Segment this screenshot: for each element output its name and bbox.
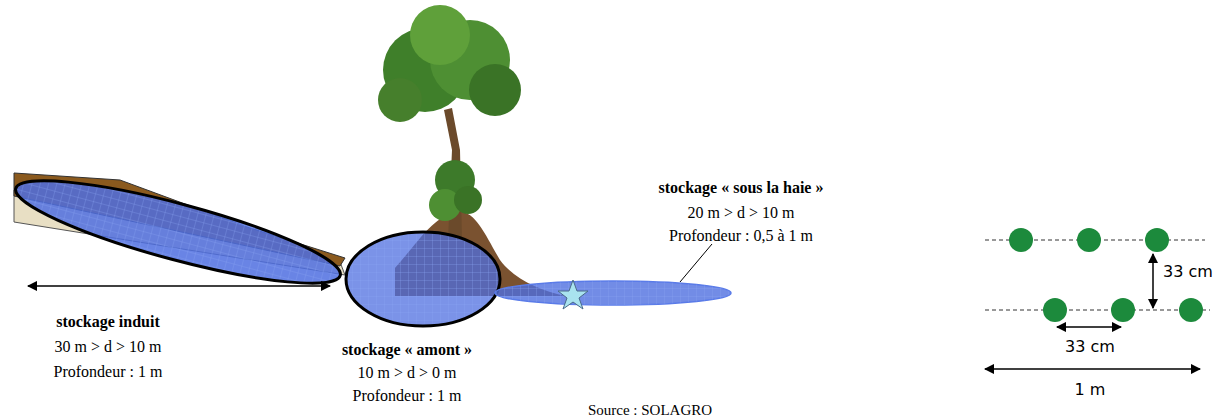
- star-marker: [558, 280, 588, 309]
- storage-title: stockage « amont »: [342, 341, 472, 359]
- dimension-arrow: [1152, 254, 1154, 308]
- dimension-arrow: [1057, 326, 1121, 328]
- dimension-label: 33 cm: [1065, 337, 1115, 356]
- depth-note: Profondeur : 1 m: [54, 363, 163, 381]
- storage-induit: [8, 161, 347, 302]
- row-line: [985, 310, 1210, 311]
- distance-range: 20 m > d > 10 m: [688, 204, 795, 222]
- dimension-label: 1 m: [1075, 380, 1106, 399]
- depth-note: Profondeur : 0,5 à 1 m: [669, 227, 813, 245]
- dimension-arrow: [985, 368, 1200, 370]
- storage-title: stockage « sous la haie »: [659, 179, 824, 197]
- storage-sous-haie: [495, 281, 731, 305]
- distance-range: 30 m > d > 10 m: [55, 338, 162, 356]
- dimension-arrow: [28, 285, 330, 287]
- distance-range: 10 m > d > 0 m: [358, 364, 457, 382]
- storage-amont: [346, 232, 500, 326]
- storage-title: stockage induit: [56, 313, 160, 331]
- foliage: [378, 5, 521, 221]
- dimension-label: 33 cm: [1163, 262, 1213, 281]
- leader-line: [680, 244, 712, 282]
- depth-note: Profondeur : 1 m: [353, 387, 462, 405]
- source-note: Source : SOLAGRO: [588, 401, 712, 418]
